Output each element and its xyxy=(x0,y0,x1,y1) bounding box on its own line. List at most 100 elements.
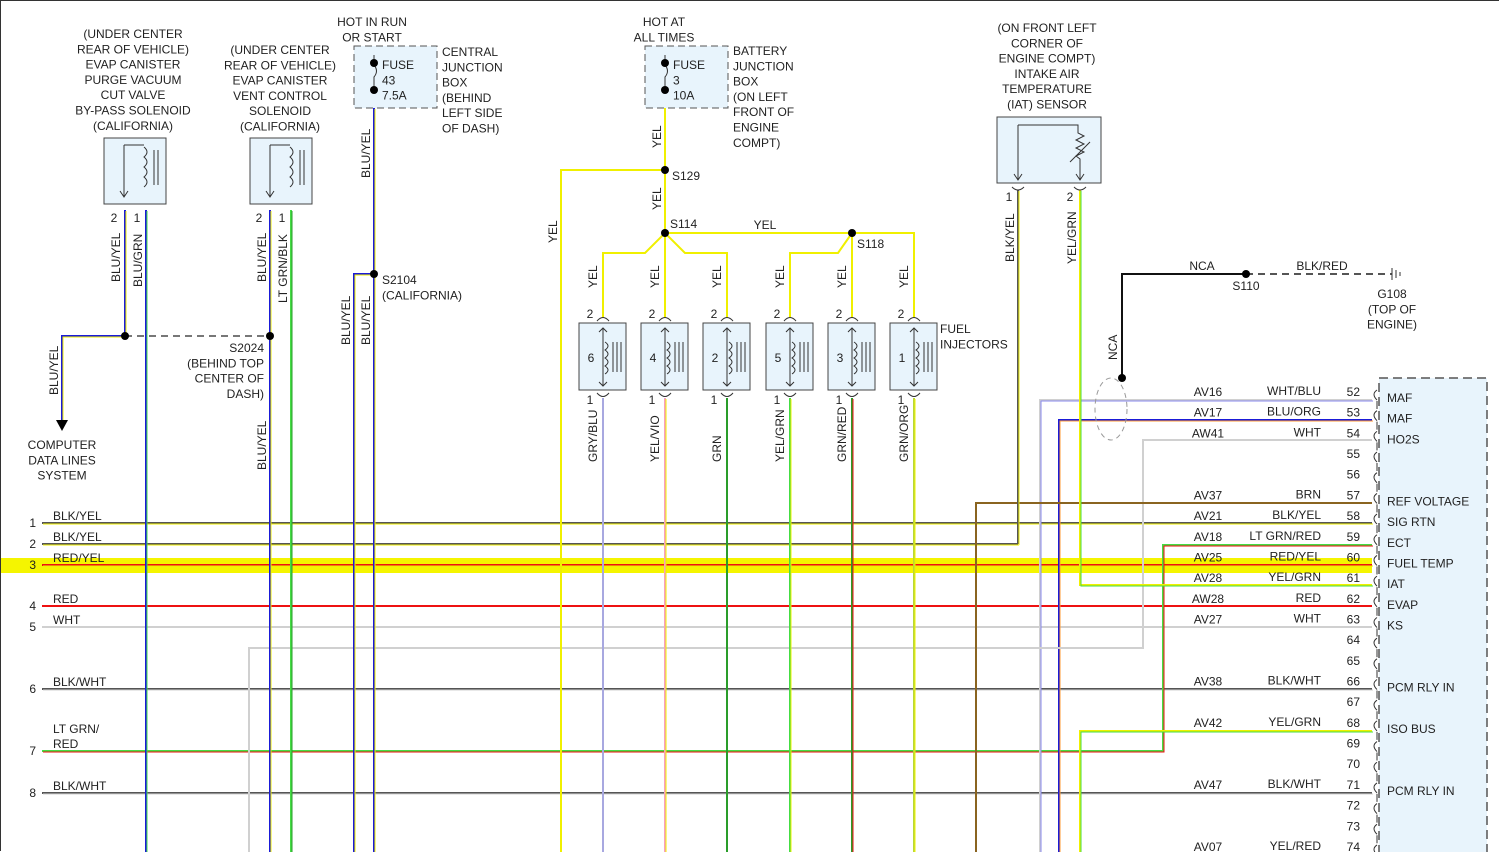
wire-s114-s118 xyxy=(665,232,915,318)
connector-pin-number: 3 xyxy=(29,558,36,572)
vent-solenoid-label: VENT CONTROL xyxy=(233,89,327,103)
pcm-pin-number: 68 xyxy=(1347,716,1361,730)
wire-s118-inj5 xyxy=(789,232,853,318)
wire-label: BLU/YEL xyxy=(109,232,123,282)
pcm-pin-function: KS xyxy=(1387,618,1403,632)
injector-terminal xyxy=(596,317,610,397)
wire-label: BLU/YEL xyxy=(359,128,373,178)
pcm-wire-color: WHT xyxy=(1294,611,1322,625)
wire-label: YEL xyxy=(546,220,560,243)
pcm-pin-function: HO2S xyxy=(1387,432,1420,446)
pcm-pin-number: 69 xyxy=(1347,737,1361,751)
connector-pin-number: 5 xyxy=(29,620,36,634)
wire-label: BLU/YEL xyxy=(255,420,269,470)
pin-number: 1 xyxy=(587,393,594,407)
wire-s2104-branch xyxy=(353,273,374,852)
pcm-circuit-id: AV07 xyxy=(1194,840,1223,852)
pcm-pin-socket xyxy=(1373,389,1378,409)
wire-s2104-branch-stripe xyxy=(354,274,375,852)
pcm-pin-number: 63 xyxy=(1347,612,1361,626)
pcm-pin-socket xyxy=(1373,472,1378,492)
pcm-pin-number: 70 xyxy=(1347,757,1361,771)
injector-coil-icon xyxy=(598,327,622,387)
pin-number: 1 xyxy=(134,211,141,225)
connector-pin-number: 7 xyxy=(29,744,36,758)
splice-dot xyxy=(121,332,129,340)
injector-number: 2 xyxy=(712,351,719,365)
pcm-pin-function: MAF xyxy=(1387,391,1412,405)
connector-wire-color: BLK/WHT xyxy=(53,779,107,793)
injector-output-wire-label: YEL/VIO xyxy=(648,415,662,462)
shield-outline xyxy=(1094,377,1128,441)
wire-label: BLU/GRN xyxy=(131,234,145,287)
central-junction-box-label: CENTRAL xyxy=(442,45,498,59)
s2024-label: CENTER OF xyxy=(195,372,264,386)
injector-coil-icon xyxy=(909,327,933,387)
wire-label: YEL xyxy=(754,218,777,232)
pcm-pin-function: ISO BUS xyxy=(1387,722,1436,736)
fuse43-label: 43 xyxy=(382,73,396,87)
purge-solenoid-box xyxy=(103,137,167,205)
computer-data-lines-label: COMPUTER xyxy=(28,438,97,452)
injector-input-wire-label: YEL xyxy=(897,265,911,288)
pin-number: 1 xyxy=(711,393,718,407)
iat-sensor-label: ENGINE COMPT) xyxy=(999,52,1096,66)
central-junction-box-label: LEFT SIDE xyxy=(442,106,502,120)
central-junction-box-label: JUNCTION xyxy=(442,60,503,74)
pcm-circuit-id: AV27 xyxy=(1194,612,1223,626)
fuse43-label: 7.5A xyxy=(382,89,407,103)
purge-solenoid-label: REAR OF VEHICLE) xyxy=(77,42,189,56)
pin-number: 1 xyxy=(649,393,656,407)
iat-sensor-label: CORNER OF xyxy=(1011,36,1083,50)
pcm-pin-function: PCM RLY IN xyxy=(1387,784,1455,798)
pcm-wire-color: LT GRN/RED xyxy=(1249,529,1321,543)
vent-solenoid-label: (CALIFORNIA) xyxy=(240,120,320,134)
connector-wire-color: LT GRN/ xyxy=(53,722,100,736)
pcm-pin-number: 54 xyxy=(1347,426,1361,440)
pcm-pin-socket xyxy=(1373,741,1378,761)
wire-label: BLU/YEL xyxy=(47,345,61,395)
pcm-pin-function: ECT xyxy=(1387,536,1412,550)
injector-output-wire-label: GRN/ORG xyxy=(897,405,911,462)
pcm-circuit-id: AV25 xyxy=(1194,550,1223,564)
pin-number: 1 xyxy=(898,393,905,407)
pcm-pin-socket xyxy=(1373,761,1378,782)
connector-pin-number: 4 xyxy=(29,599,36,613)
injector-number: 1 xyxy=(899,351,906,365)
pcm-pin-socket xyxy=(1373,658,1378,678)
injector-terminal xyxy=(845,317,859,397)
battery-junction-box-label: BOX xyxy=(733,75,758,89)
sensor-terminal xyxy=(1011,186,1087,191)
wire-61-stripe xyxy=(1080,191,1373,587)
central-junction-box-label: BOX xyxy=(442,76,467,90)
g108-label: ENGINE) xyxy=(1367,318,1417,332)
splice-s114 xyxy=(661,229,669,237)
hot-at-all-times-label: HOT AT xyxy=(643,15,686,29)
pcm-circuit-id: AV18 xyxy=(1194,530,1223,544)
injector-output-wire-label: GRY/BLU xyxy=(586,410,600,462)
thermistor-icon xyxy=(1013,124,1091,181)
vent-solenoid-label: EVAP CANISTER xyxy=(233,74,328,88)
battery-junction-box-label: BATTERY xyxy=(733,44,787,58)
pcm-box xyxy=(1378,377,1488,852)
hot-in-run-label: HOT IN RUN xyxy=(337,15,407,29)
connector-pin-number: 1 xyxy=(29,516,36,530)
pin-number: 1 xyxy=(279,211,286,225)
connector-wire-color: BLK/WHT xyxy=(53,675,107,689)
coil-icon xyxy=(119,144,159,198)
injector-terminal xyxy=(907,317,921,397)
wire-label: BLU/YEL xyxy=(339,295,353,345)
injector-terminal xyxy=(783,317,797,397)
pcm-circuit-id: AV38 xyxy=(1194,675,1223,689)
hot-in-run-label: OR START xyxy=(342,30,402,44)
pcm-circuit-id: AV42 xyxy=(1194,716,1223,730)
wire-label: BLU/YEL xyxy=(359,295,373,345)
purge-solenoid-label: CUT VALVE xyxy=(101,88,166,102)
wires-layer xyxy=(42,108,1392,852)
battery-junction-box-label: (ON LEFT xyxy=(733,90,788,104)
pcm-pin-function: REF VOLTAGE xyxy=(1387,494,1469,508)
connector-wire-color: RED/YEL xyxy=(53,551,105,565)
injector-input-wire-label: YEL xyxy=(586,265,600,288)
pcm-wire-color: RED/YEL xyxy=(1270,549,1322,563)
